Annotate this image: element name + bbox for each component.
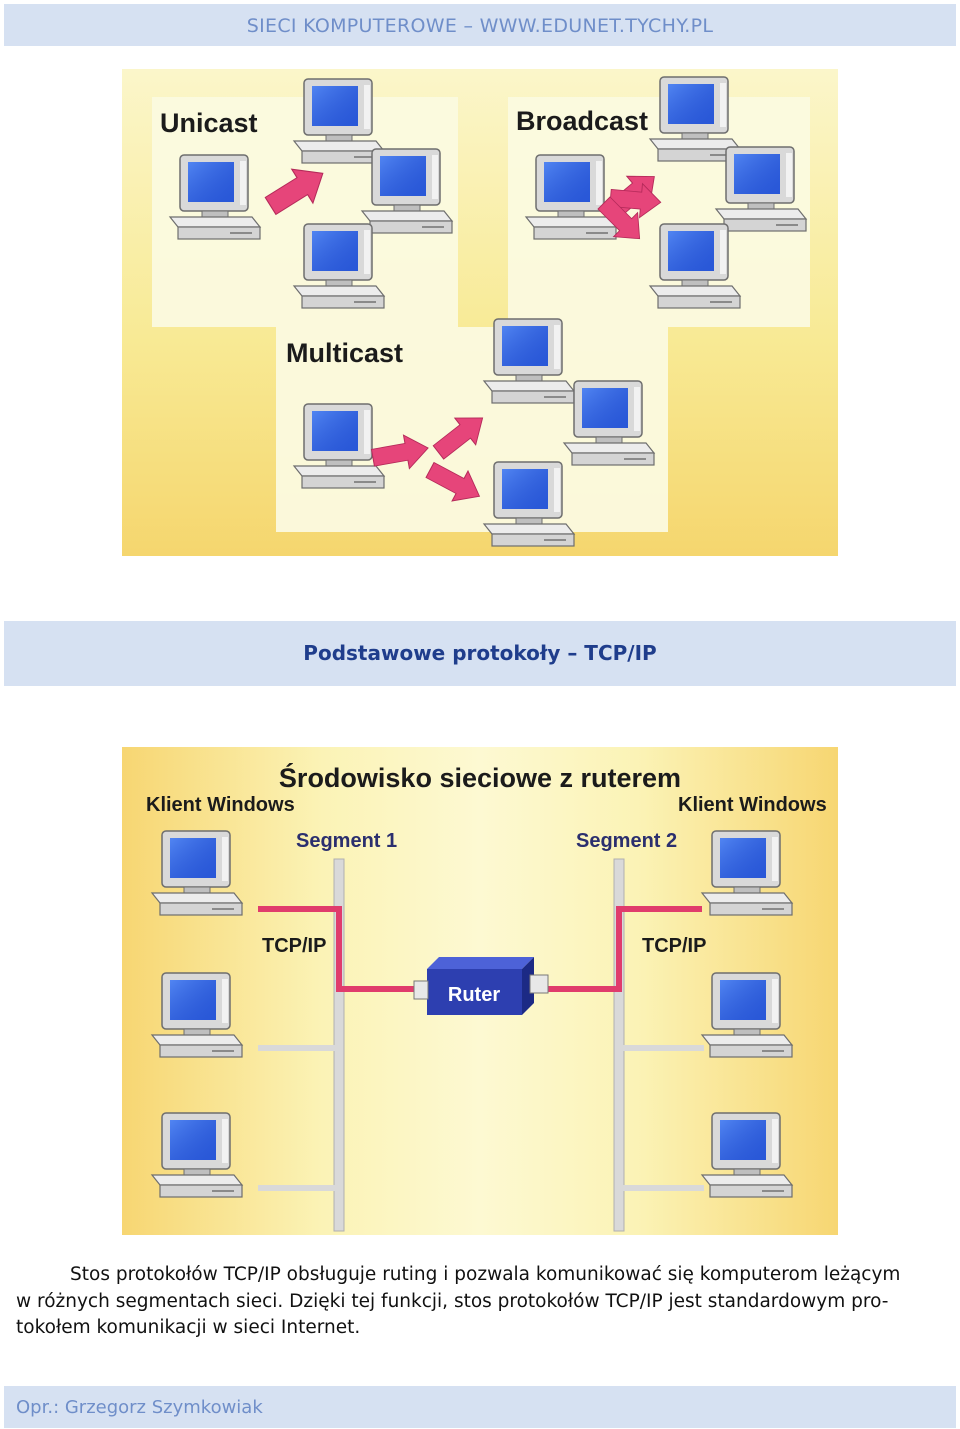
- computer: [293, 223, 385, 309]
- client-right-computer-3: [701, 1112, 793, 1198]
- client-left-computer-3: [151, 1112, 243, 1198]
- unicast-source-computer: [169, 154, 261, 240]
- segment2-label: Segment 2: [576, 830, 677, 852]
- multicast-arrow-up: [427, 404, 494, 467]
- client-right-label: Klient Windows: [678, 794, 827, 816]
- computer: [361, 148, 453, 234]
- body-paragraph: Stos protokołów TCP/IP obsługuje ruting …: [16, 1262, 944, 1342]
- page-header: SIECI KOMPUTEROWE – WWW.EDUNET.TYCHY.PL: [4, 4, 956, 46]
- section-title: Podstawowe protokoły – TCP/IP: [303, 641, 657, 665]
- computer: [563, 380, 655, 466]
- section-header: Podstawowe protokoły – TCP/IP: [4, 621, 956, 686]
- segment1-label: Segment 1: [296, 830, 397, 852]
- router-diagram: Środowisko sieciowe z ruterem Klient Win…: [146, 762, 827, 1232]
- body-line-3: tokołem komunikacji w sieci Internet.: [16, 1317, 361, 1338]
- router: Ruter: [413, 957, 549, 1015]
- link-left-2: [258, 1045, 338, 1051]
- body-line-1: Stos protokołów TCP/IP obsługuje ruting …: [70, 1264, 901, 1285]
- link-right-2: [620, 1045, 704, 1051]
- client-right-computer-1: [701, 830, 793, 916]
- tcpip-path-right: [538, 906, 702, 992]
- unicast-label: Unicast: [160, 108, 258, 138]
- computer: [483, 318, 575, 404]
- broadcast-source-computer: [525, 154, 617, 240]
- unicast-arrow: [259, 155, 334, 224]
- link-left-3: [258, 1185, 338, 1191]
- footer-author: Opr.: Grzegorz Szymkowiak: [16, 1397, 263, 1418]
- diagram-title: Środowisko sieciowe z ruterem: [279, 762, 681, 793]
- cast-diagram: Unicast Broadcast Multicast: [160, 76, 807, 547]
- router-label: Ruter: [448, 984, 500, 1006]
- multicast-label: Multicast: [286, 338, 403, 368]
- computer: [715, 146, 807, 232]
- tcpip-right-label: TCP/IP: [642, 935, 706, 957]
- client-left-computer-2: [151, 972, 243, 1058]
- header-title: SIECI KOMPUTEROWE – WWW.EDUNET.TYCHY.PL: [246, 15, 714, 37]
- multicast-arrow: [369, 430, 432, 475]
- tcpip-left-label: TCP/IP: [262, 935, 326, 957]
- client-left-label: Klient Windows: [146, 794, 295, 816]
- multicast-arrow-down: [421, 454, 488, 512]
- computer: [483, 461, 575, 547]
- computer: [649, 223, 741, 309]
- multicast-source-computer: [293, 403, 385, 489]
- broadcast-label: Broadcast: [516, 106, 648, 136]
- page-footer: Opr.: Grzegorz Szymkowiak: [4, 1386, 956, 1428]
- client-left-computer-1: [151, 830, 243, 916]
- tcpip-path-left: [258, 906, 422, 992]
- client-right-computer-2: [701, 972, 793, 1058]
- unicast-target-computer: [293, 78, 385, 164]
- figure-cast-types: Unicast Broadcast Multicast: [122, 69, 838, 556]
- figure-router-network: Środowisko sieciowe z ruterem Klient Win…: [122, 747, 838, 1235]
- body-line-2: w różnych segmentach sieci. Dzięki tej f…: [16, 1290, 889, 1312]
- link-right-3: [620, 1185, 704, 1191]
